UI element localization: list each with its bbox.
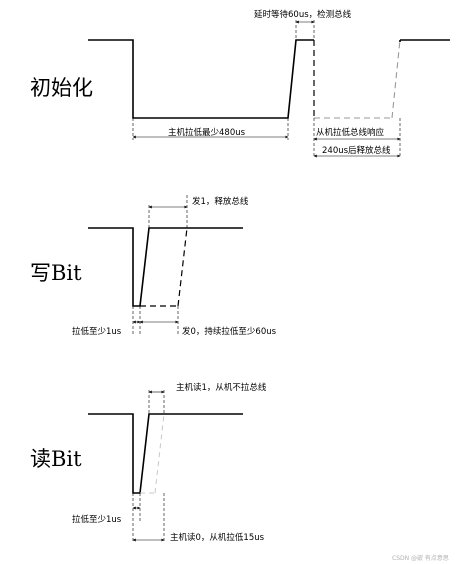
read-section: 读Bit 主机读1，从机不拉总线 拉低至少1us 主机读0，从机拉低15us	[30, 382, 267, 543]
read-zero-label: 主机读0，从机拉低15us	[170, 532, 265, 543]
read-title: 读Bit	[30, 447, 82, 471]
init-host-waveform	[88, 39, 314, 119]
write-one-label: 发1，释放总线	[192, 196, 249, 207]
init-pull-label: 主机拉低最少480us	[168, 127, 246, 138]
init-release-label: 240us后释放总线	[322, 145, 391, 156]
write-min-label: 拉低至少1us	[72, 326, 122, 337]
read-zero-rise-dashed	[154, 413, 165, 494]
init-resp-label: 从机拉低总线响应	[316, 127, 385, 138]
read-one-label: 主机读1，从机不拉总线	[176, 382, 267, 393]
read-one-waveform	[88, 413, 243, 494]
write-one-waveform	[88, 227, 243, 307]
write-section: 写Bit 发1，释放总线 拉低至少1us 发0，持续拉低至少60us	[30, 195, 277, 337]
read-min-label: 拉低至少1us	[72, 514, 122, 525]
init-delay-label: 延时等待60us，检测总线	[254, 9, 352, 20]
init-title: 初始化	[30, 76, 93, 100]
init-section: 初始化 延时等待60us，检测总线 主机拉低最少480us 从机拉低总线响应 2…	[30, 9, 450, 158]
write-zero-rise-dashed	[177, 227, 188, 307]
write-title: 写Bit	[30, 261, 82, 285]
init-slave-release-dashed	[391, 39, 401, 119]
write-zero-label: 发0，持续拉低至少60us	[182, 326, 277, 337]
watermark: CSDN @嵌 有点意思	[392, 554, 449, 562]
init-final-high	[399, 39, 450, 42]
